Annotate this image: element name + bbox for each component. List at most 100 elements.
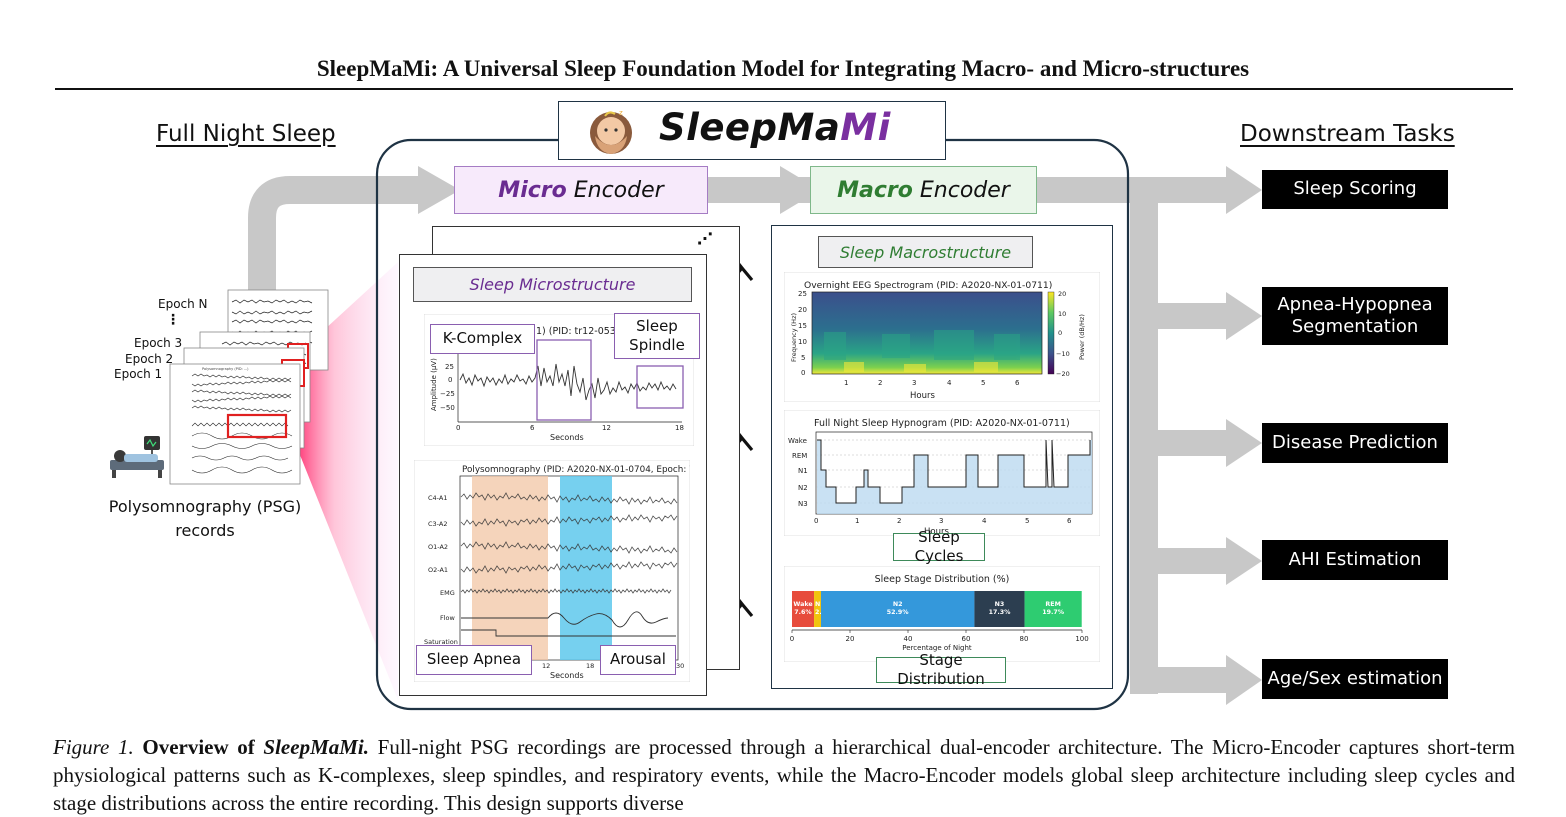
stage-name-wake: Wake bbox=[793, 601, 812, 608]
psg-xtick-0: 12 bbox=[542, 662, 550, 670]
spectrogram-colorbar bbox=[1047, 291, 1055, 375]
hyp-xtick-2: 2 bbox=[897, 517, 901, 525]
stage-value-n2: 52.9% bbox=[887, 609, 910, 616]
hypnogram-title: Full Night Sleep Hypnogram (PID: A2020-N… bbox=[814, 418, 1070, 429]
task-2-line1: Disease Prediction bbox=[1272, 431, 1438, 453]
eeg-xlabel: Seconds bbox=[550, 433, 584, 442]
micro-word: Micro bbox=[498, 177, 567, 203]
distribution-tick-label: 40 bbox=[904, 635, 913, 643]
stage-bar-n3 bbox=[974, 591, 1025, 627]
stage-distribution-label: Stage Distribution bbox=[876, 651, 1006, 688]
stage-value-rem: 19.7% bbox=[1042, 609, 1065, 616]
svg-text:Polysomnography (PID: ...): Polysomnography (PID: ...) bbox=[202, 367, 249, 371]
stage-bar-n1 bbox=[814, 591, 821, 627]
epoch-ellipsis: ⋮ bbox=[166, 312, 180, 328]
zoom-funnel bbox=[300, 262, 398, 700]
stage-name-n3: N3 bbox=[995, 601, 1005, 608]
stage-name-n1: N1 bbox=[815, 601, 825, 608]
channel-6: Saturation bbox=[424, 638, 458, 646]
eeg-xtick-2: 12 bbox=[602, 424, 611, 432]
spec-xtick-2: 3 bbox=[912, 379, 916, 387]
diagram-background bbox=[248, 138, 1262, 711]
distribution-tick-label: 20 bbox=[846, 635, 855, 643]
task-ahi-estimation: AHI Estimation bbox=[1262, 540, 1448, 580]
stage-distribution-chart: Sleep Stage Distribution (%) Wake7.6%N12… bbox=[784, 566, 1100, 662]
hyp-stage-2: N1 bbox=[798, 467, 808, 475]
eeg-xtick-0: 0 bbox=[456, 424, 460, 432]
psg-record-stack: Polysomnography (PID: ...) bbox=[169, 289, 329, 485]
distribution-tick-label: 80 bbox=[1020, 635, 1029, 643]
distribution-title: Sleep Stage Distribution (%) bbox=[875, 574, 1010, 585]
task-3-line1: AHI Estimation bbox=[1288, 548, 1422, 570]
hyp-xtick-5: 5 bbox=[1025, 517, 1029, 525]
hyp-stage-0: Wake bbox=[788, 437, 807, 445]
psg-xlabel: Seconds bbox=[550, 671, 584, 680]
hyp-xtick-4: 4 bbox=[982, 517, 987, 525]
cbar-tick-3: −10 bbox=[1056, 350, 1070, 358]
hyp-stage-1: REM bbox=[792, 452, 807, 460]
distribution-tick-label: 60 bbox=[962, 635, 971, 643]
task-1-line1: Apnea-Hypopnea bbox=[1277, 293, 1433, 315]
spec-xtick-5: 6 bbox=[1015, 379, 1020, 387]
stage-value-n3: 17.3% bbox=[989, 609, 1012, 616]
cbar-tick-1: 10 bbox=[1058, 310, 1066, 318]
sleep-apnea-label: Sleep Apnea bbox=[416, 645, 532, 675]
eeg-xtick-1: 6 bbox=[530, 424, 535, 432]
spec-ytick-1: 20 bbox=[798, 306, 807, 314]
task-1-line2: Segmentation bbox=[1291, 316, 1419, 337]
input-arrow bbox=[248, 176, 420, 300]
psg-xtick-2: 30 bbox=[676, 662, 684, 670]
cbar-tick-0: 20 bbox=[1058, 290, 1066, 298]
spindle-label-line1: Sleep bbox=[636, 316, 678, 335]
sleep-cycles-label: Sleep Cycles bbox=[893, 528, 985, 565]
caption-label: Figure 1. bbox=[53, 735, 134, 759]
psg-xtick-1: 18 bbox=[586, 662, 594, 670]
distribution-xlabel: Percentage of Night bbox=[902, 644, 972, 652]
spindle-label-line2: Spindle bbox=[629, 336, 685, 354]
logo-box: z SleepMaMi bbox=[558, 101, 946, 160]
macro-encoder-rest: Encoder bbox=[912, 177, 1010, 203]
channel-0: C4-A1 bbox=[428, 494, 447, 502]
title-rule bbox=[55, 88, 1513, 90]
macro-word: Macro bbox=[837, 177, 913, 203]
spec-ytick-4: 5 bbox=[801, 354, 805, 362]
stage-bar-rem bbox=[1024, 591, 1082, 627]
kcomplex-label: K-Complex bbox=[430, 324, 535, 354]
cbar-label: Power (dB/Hz) bbox=[1078, 314, 1086, 360]
distribution-tick-label: 0 bbox=[790, 635, 794, 643]
micro-panel-title: Sleep Microstructure bbox=[413, 267, 692, 302]
kcomplex-box bbox=[536, 339, 592, 421]
eeg-plot-title: 1) (PID: tr12-0532, Epo bbox=[536, 326, 646, 337]
distribution-tick-label: 100 bbox=[1075, 635, 1088, 643]
spindle-box bbox=[636, 365, 684, 409]
epoch-3-label: Epoch 3 bbox=[134, 336, 183, 350]
hyp-stage-3: N2 bbox=[798, 484, 808, 492]
spec-ytick-0: 25 bbox=[798, 290, 807, 298]
epoch-2-label: Epoch 2 bbox=[125, 352, 174, 366]
spindle-label: Sleep Spindle bbox=[614, 313, 700, 359]
arousal-region bbox=[560, 476, 612, 660]
hyp-xtick-0: 0 bbox=[814, 517, 818, 525]
eeg-spectrogram: Overnight EEG Spectrogram (PID: A2020-NX… bbox=[784, 272, 1100, 402]
logo-text-sleepma: SleepMa bbox=[659, 106, 841, 149]
eeg-ytick-3: −50 bbox=[440, 404, 455, 412]
channel-5: Flow bbox=[440, 614, 456, 622]
psg-plot-title: Polysomnography (PID: A2020-NX-01-0704, … bbox=[462, 465, 690, 475]
cbar-tick-2: 0 bbox=[1058, 329, 1062, 337]
figure-caption: Figure 1. Overview of SleepMaMi. Full-ni… bbox=[53, 733, 1515, 817]
micro-encoder-rest: Encoder bbox=[566, 177, 664, 203]
caption-bold-italic: SleepMaMi. bbox=[263, 735, 370, 759]
psg-sheet-1: Polysomnography (PID: ...) bbox=[169, 363, 301, 485]
micro-encoder-box: Micro Encoder bbox=[454, 166, 708, 214]
spec-xtick-0: 1 bbox=[844, 379, 848, 387]
eeg-ytick-1: 0 bbox=[448, 376, 452, 384]
task-0-line1: Sleep Scoring bbox=[1293, 178, 1417, 200]
full-night-heading: Full Night Sleep bbox=[156, 121, 336, 147]
patient-sleeping-icon bbox=[110, 436, 164, 478]
psg-records-label: Polysomnography (PSG) records bbox=[96, 495, 314, 543]
spectrogram-ylabel: Frequency (Hz) bbox=[790, 313, 798, 362]
spec-xtick-1: 2 bbox=[878, 379, 882, 387]
stage-bar-n2 bbox=[821, 591, 975, 627]
spec-ytick-2: 15 bbox=[798, 322, 807, 330]
eeg-ytick-2: −25 bbox=[440, 390, 455, 398]
